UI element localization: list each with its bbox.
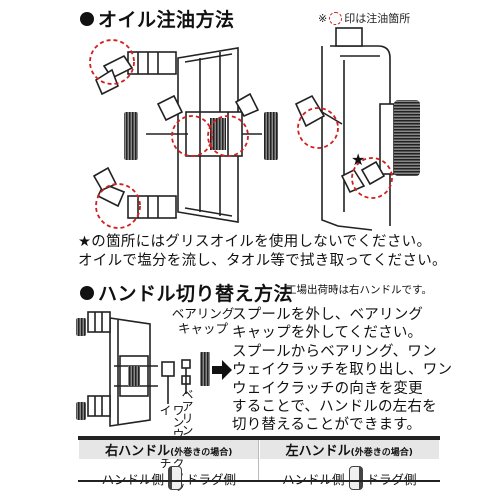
side-knob	[394, 100, 420, 176]
handle-direction-table: 右ハンドル(外巻きの場合) 左ハンドル(外巻きの場合) ハンドル側 ドラグ側 ハ…	[78, 440, 440, 497]
star-icon: ★	[351, 150, 365, 169]
gear	[210, 118, 226, 150]
oil-section-title-text: オイル注油方法	[98, 9, 235, 31]
step-line-7: 切り替えることができます。	[232, 417, 422, 434]
handle-section-title-text: ハンドル切り替え方法	[98, 283, 294, 305]
oil-point-circle-icon	[329, 11, 343, 25]
right-handle-header: 右ハンドル(外巻きの場合)	[78, 440, 260, 459]
right-handle-label: 右ハンドル	[105, 444, 171, 459]
legend-text: 印は注油箇所	[344, 12, 411, 25]
bearing-label: ベアリング	[180, 388, 194, 448]
table-column-divider	[258, 440, 259, 482]
bullet-icon	[80, 11, 94, 26]
left-knob	[124, 112, 138, 160]
handle-section-title: ハンドル切り替え方法	[80, 279, 293, 306]
handle-switch-steps: スプールを外し、ベアリング キャップを外してください。 スプールからベアリング、…	[232, 306, 494, 435]
clutch-orientation-icon	[168, 466, 182, 490]
oil-note-line-2: オイルで塩分を流し、タオル等で拭き取ってください。	[78, 253, 447, 269]
table-bottom-rule	[78, 480, 440, 482]
left-handle-cell: ハンドル側 ドラグ側	[259, 459, 440, 497]
left-handle-label: 左ハンドル	[285, 444, 351, 459]
step-line-5: ウェイクラッチの向きを変更	[232, 380, 423, 397]
handle-side-label: ハンドル側	[281, 471, 345, 487]
right-handle-note: (外巻きの場合)	[170, 448, 233, 458]
bearing-cap	[200, 352, 210, 386]
arrow-right-icon	[212, 360, 232, 380]
step-line-4: ウェイクラッチを取り出し、ワン	[232, 362, 453, 379]
oil-note: ★の箇所にはグリスオイルを使用しないでください。 オイルで塩分を流し、タオル等で…	[78, 233, 447, 271]
step-line-6: することで、ハンドルの左右を	[232, 399, 437, 416]
oil-note-line-1: ★の箇所にはグリスオイルを使用しないでください。	[78, 234, 432, 250]
left-handle-note: (外巻きの場合)	[350, 448, 413, 458]
left-handle-header: 左ハンドル(外巻きの場合)	[258, 440, 440, 459]
clutch-orientation-icon	[348, 466, 363, 490]
oil-point-circles	[89, 39, 249, 229]
right-knob	[264, 112, 278, 160]
side-view-reel-diagram	[294, 27, 395, 231]
bearing-cap-label: ベアリング キャップ	[170, 306, 236, 336]
drag-side-label: ドラグ側	[186, 471, 237, 487]
handle-side-label: ハンドル側	[101, 471, 164, 487]
factory-default-note: 工場出荷時は右ハンドルです。	[286, 284, 432, 296]
right-handle-cell: ハンドル側 ドラグ側	[79, 459, 260, 497]
bearing-cap-label-line-1: ベアリング	[171, 306, 235, 321]
drag-side-label: ドラグ側	[366, 471, 417, 487]
exploded-reel-diagram	[92, 47, 262, 223]
step-line-3: スプールからベアリング、ワン	[232, 343, 437, 360]
oil-point-legend: ※ 印は注油箇所	[318, 10, 410, 26]
legend-prefix: ※	[318, 11, 328, 25]
bearing-cap-label-line-2: キャップ	[177, 321, 228, 336]
table-top-rule	[78, 436, 440, 440]
bullet-icon	[80, 285, 94, 300]
oil-section-title: オイル注油方法	[80, 5, 235, 32]
step-line-2: キャップを外してください。	[232, 325, 423, 342]
step-line-1: スプールを外し、ベアリング	[232, 307, 424, 323]
